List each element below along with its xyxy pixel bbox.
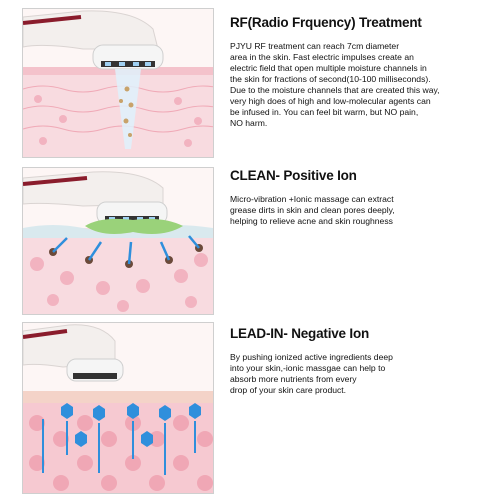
clean-illustration (22, 167, 214, 315)
rf-line: be infused in. You can feel bit warm, bu… (230, 107, 419, 117)
rf-line: area in the skin. Fast electric impulses… (230, 52, 414, 62)
rf-line: NO harm. (230, 118, 268, 128)
section-lead-in-negative-ion: LEAD-IN- Negative Ion By pushing ionized… (0, 320, 500, 500)
section-clean-positive-ion: CLEAN- Positive Ion Micro-vibration +Ion… (0, 165, 500, 320)
rf-line: electric field that open multiple moistu… (230, 63, 427, 73)
rf-line: the skin for fractions of second(10-100 … (230, 74, 431, 84)
clean-line: Micro-vibration +Ionic massage can extra… (230, 194, 394, 204)
leadin-title: LEAD-IN- Negative Ion (230, 326, 370, 341)
leadin-illustration (22, 322, 214, 494)
rf-line: very high does of high and low-molecular… (230, 96, 431, 106)
clean-title: CLEAN- Positive Ion (230, 168, 357, 183)
leadin-illustration-graphic (23, 323, 213, 493)
rf-description: PJYU RF treatment can reach 7cm diameter… (230, 41, 492, 129)
rf-title: RF(Radio Frquency) Treatment (230, 15, 422, 30)
leadin-line: drop of your skin care product. (230, 385, 347, 395)
leadin-line: absorb more nutrients from every (230, 374, 357, 384)
rf-illustration-graphic (23, 9, 213, 157)
leadin-description: By pushing ionized active ingredients de… (230, 352, 492, 396)
leadin-text-block: LEAD-IN- Negative Ion By pushing ionized… (230, 326, 492, 396)
leadin-line: By pushing ionized active ingredients de… (230, 352, 393, 362)
clean-illustration-graphic (23, 168, 213, 314)
rf-text-block: RF(Radio Frquency) Treatment PJYU RF tre… (230, 15, 492, 129)
clean-line: grease dirts in skin and clean pores dee… (230, 205, 395, 215)
clean-text-block: CLEAN- Positive Ion Micro-vibration +Ion… (230, 168, 492, 227)
section-rf-treatment: RF(Radio Frquency) Treatment PJYU RF tre… (0, 0, 500, 165)
clean-line: helping to relieve acne and skin roughne… (230, 216, 393, 226)
leadin-line: into your skin,-ionic massgae can help t… (230, 363, 386, 373)
rf-line: PJYU RF treatment can reach 7cm diameter (230, 41, 400, 51)
rf-line: Due to the moisture channels that are cr… (230, 85, 440, 95)
rf-illustration (22, 8, 214, 158)
clean-description: Micro-vibration +Ionic massage can extra… (230, 194, 492, 227)
